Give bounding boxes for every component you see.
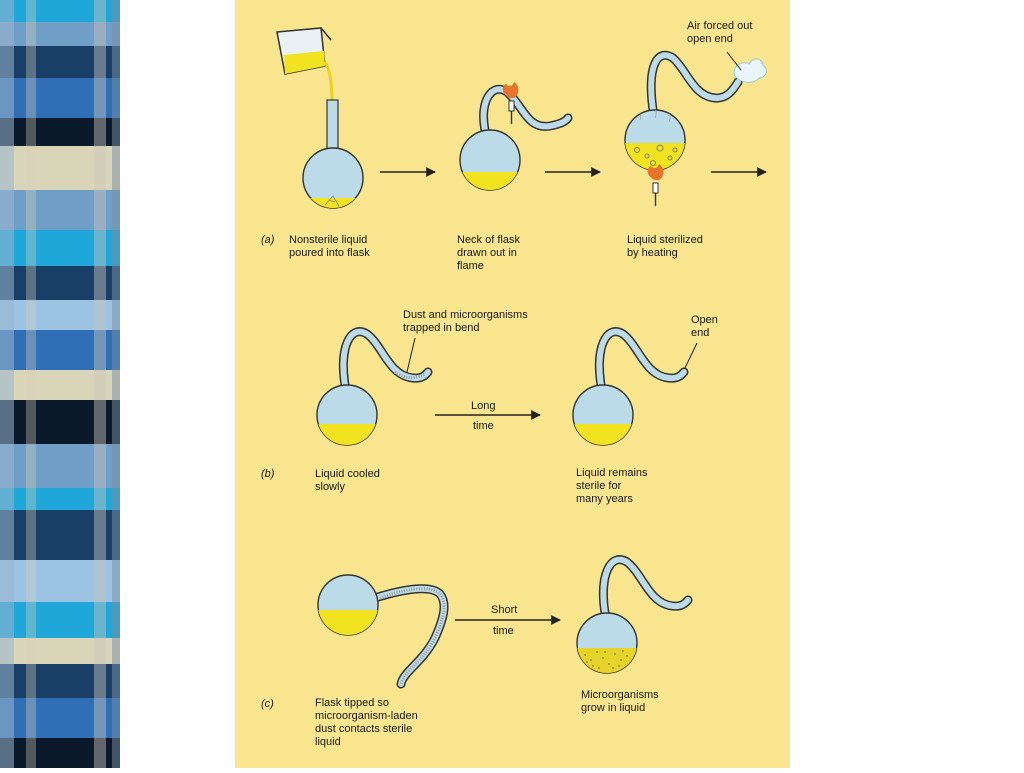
step-a2-caption: Neck of flask drawn out in flame [457, 234, 520, 272]
figure-illustration [276, 27, 767, 689]
beaker-icon [276, 27, 334, 101]
flame-a3-icon [647, 164, 664, 206]
step-b1-caption: Liquid cooled slowly [315, 468, 380, 493]
flask-c1-icon [317, 574, 449, 689]
callout-line-b2 [684, 342, 698, 369]
flask-b1-icon [316, 327, 433, 446]
panel-b-letter: (b) [261, 468, 275, 480]
panel-a-letter: (a) [261, 234, 275, 246]
flame-a2-icon [502, 82, 519, 124]
arrow-c-top-label: Short [491, 604, 518, 616]
pasteur-flask-figure: (a) Nonsterile liquid poured into flask … [235, 0, 790, 768]
cloud-icon [733, 58, 767, 83]
step-c1-caption: Flask tipped so microorganism-laden dust… [315, 697, 418, 748]
panel-c-letter: (c) [261, 698, 274, 710]
flask-a2-icon [459, 84, 573, 191]
callout-line-b1 [406, 337, 416, 373]
step-a3-caption: Liquid sterilized by heating [627, 234, 703, 259]
step-b2-caption: Liquid remains sterile for many years [576, 467, 648, 505]
decorative-side-strip [0, 0, 120, 768]
flask-b2-icon [572, 327, 689, 446]
arrow-b-bottom-label: time [473, 420, 494, 432]
flask-c2-icon [576, 555, 693, 674]
strip-pattern [0, 0, 120, 768]
arrow-b-top-label: Long [471, 400, 496, 412]
callout-open-end: Open end [691, 314, 718, 339]
callout-dust-trapped: Dust and microorganisms trapped in bend [403, 309, 528, 334]
flask-a3-icon [624, 50, 743, 171]
callout-air-forced-out: Air forced out open end [687, 20, 753, 45]
step-a1-caption: Nonsterile liquid poured into flask [289, 234, 370, 259]
callout-line-a [726, 51, 742, 71]
arrow-c-bottom-label: time [493, 625, 514, 637]
flask-a1-icon [302, 99, 364, 209]
step-c2-caption: Microorganisms grow in liquid [581, 689, 659, 714]
